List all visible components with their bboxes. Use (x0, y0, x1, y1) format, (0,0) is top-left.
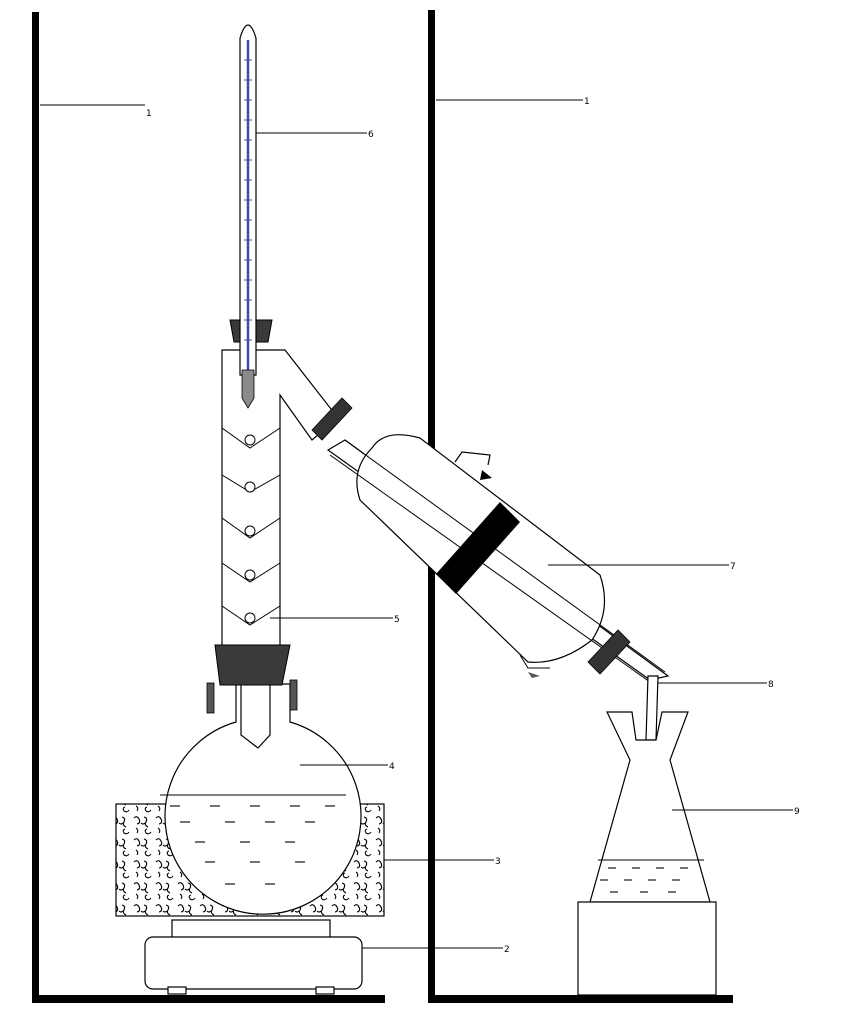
label-flask: 4 (389, 762, 395, 772)
label-insulation: 3 (495, 857, 501, 867)
receiving-flask (577, 711, 717, 996)
retort-stand-left (32, 12, 385, 1003)
receiver-adapter (645, 675, 659, 741)
label-condenser: 7 (730, 562, 736, 572)
heating-plate (144, 919, 363, 995)
round-bottom-flask (160, 679, 362, 915)
thermometer (239, 24, 257, 409)
label-adapter: 8 (768, 680, 774, 690)
label-stand-right: 1 (584, 97, 590, 107)
label-receiver: 9 (794, 807, 800, 817)
label-stand-left: 1 (146, 109, 152, 119)
fractionating-column (214, 319, 339, 749)
liebig-condenser (311, 397, 670, 683)
leader-lines (40, 99, 793, 949)
label-heater: 2 (504, 945, 510, 955)
label-thermometer: 6 (368, 130, 374, 140)
label-column: 5 (394, 615, 400, 625)
